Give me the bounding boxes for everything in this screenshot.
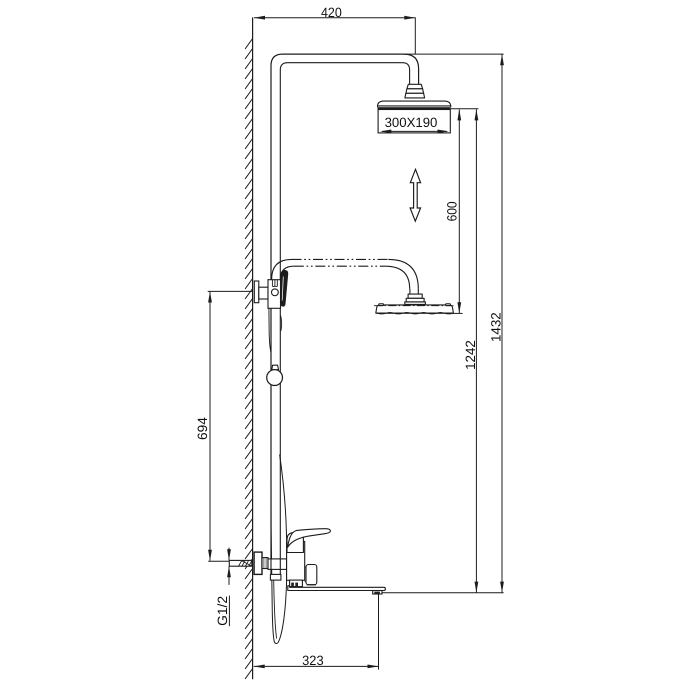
svg-text:600: 600	[444, 201, 459, 221]
svg-text:323: 323	[302, 653, 324, 668]
svg-text:G1/2: G1/2	[215, 596, 230, 626]
svg-text:420: 420	[321, 5, 342, 20]
svg-text:1432: 1432	[488, 312, 503, 342]
svg-text:694: 694	[195, 417, 210, 440]
svg-text:300X190: 300X190	[385, 115, 438, 130]
svg-text:1242: 1242	[463, 340, 478, 370]
